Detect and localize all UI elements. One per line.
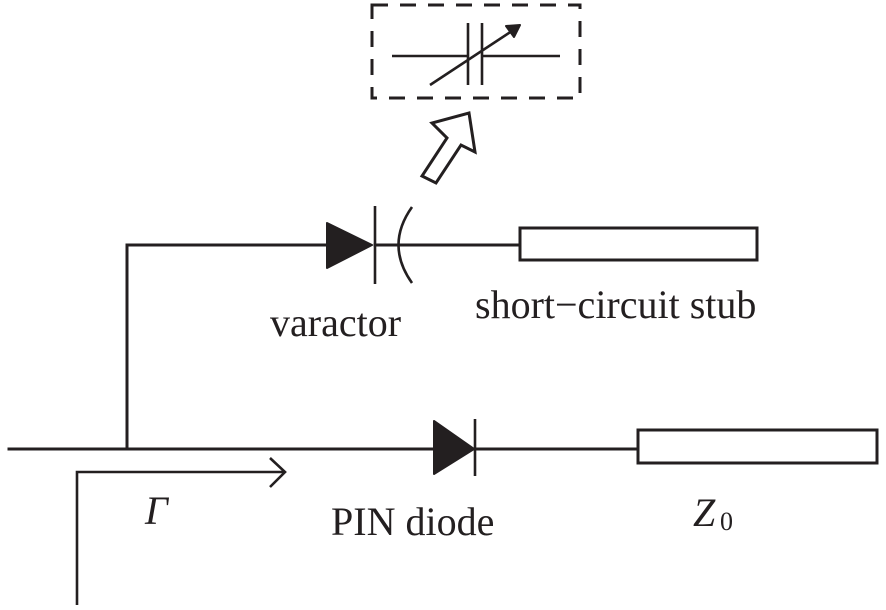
z0-label-subscript: 0: [720, 507, 733, 536]
hollow-pointer-arrow-icon: [419, 111, 477, 185]
short-circuit-stub: [518, 226, 759, 262]
z0-label: Z 0: [693, 490, 733, 536]
variable-arrow-icon: [429, 24, 521, 87]
varactor-label: varactor: [270, 300, 401, 345]
varactor-branch: [125, 206, 759, 451]
z0-label-main: Z: [693, 490, 716, 535]
z0-transmission-line: [636, 428, 879, 465]
reflection-coefficient-label: Γ: [144, 488, 170, 533]
inset-dashed-box: [370, 3, 582, 100]
reflection-arrow-icon: [75, 457, 287, 605]
variable-capacitor-inset: [370, 3, 582, 100]
pin-diode-icon: [433, 419, 477, 476]
main-line: [7, 419, 879, 476]
stub-label: short−circuit stub: [475, 282, 756, 327]
pin-diode-label: PIN diode: [331, 499, 494, 544]
